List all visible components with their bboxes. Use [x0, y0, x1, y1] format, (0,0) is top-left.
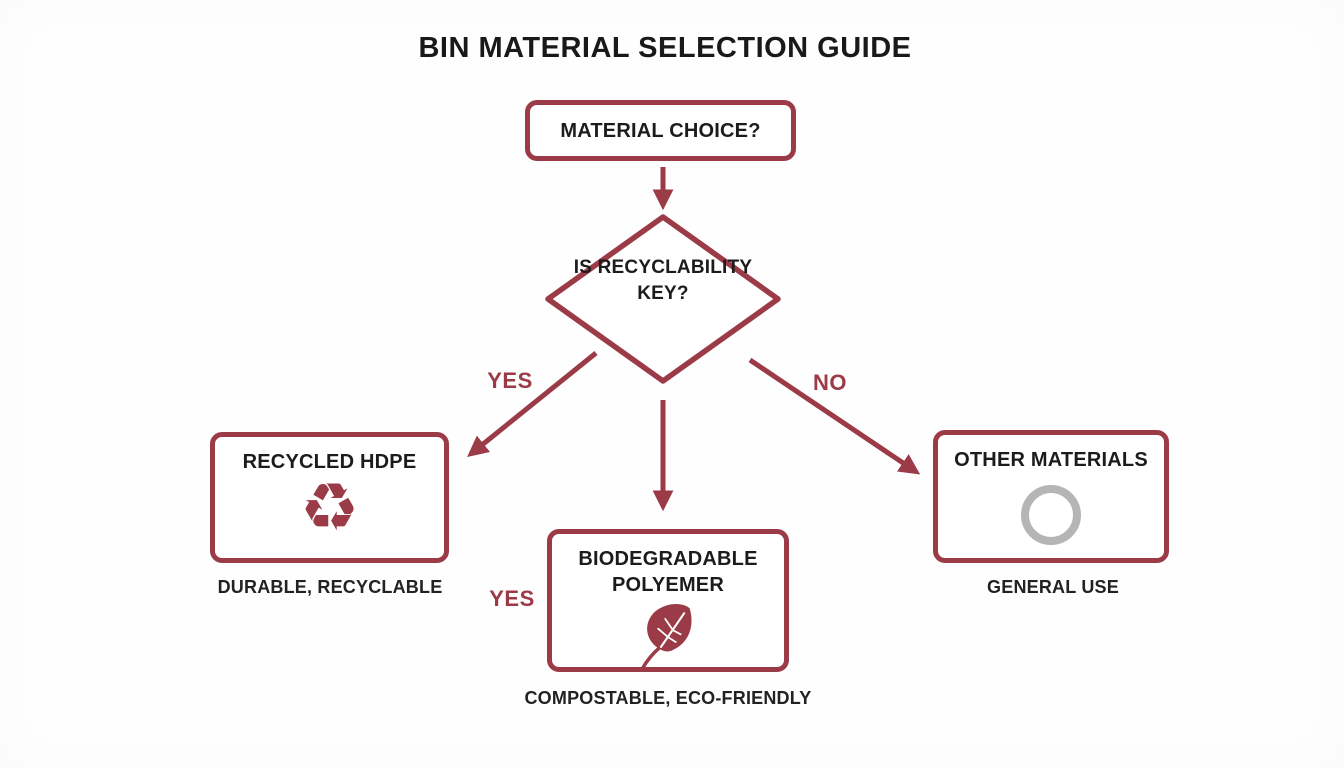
- arrow-decision-to-hdpe: [467, 351, 598, 457]
- caption-other-materials: GENERAL USE: [987, 577, 1119, 597]
- circle-icon: [1021, 485, 1081, 545]
- node-recycled-hdpe-label: RECYCLED HDPE: [242, 451, 417, 473]
- page-title: BIN MATERIAL SELECTION GUIDE: [418, 32, 912, 64]
- node-biodegradable-polymer: BIODEGRADABLE POLYEMER: [547, 529, 789, 672]
- decision-diamond: [545, 214, 781, 384]
- node-recycled-hdpe: RECYCLED HDPE ♻: [210, 432, 449, 563]
- node-decision-label: IS RECYCLABILITY KEY?: [573, 257, 753, 304]
- leaf-icon: [633, 600, 703, 675]
- branch-label-no-right: NO: [813, 370, 847, 395]
- caption-biodegradable-polymer: COMPOSTABLE, ECO-FRIENDLY: [524, 688, 812, 708]
- branch-label-yes-left: YES: [487, 368, 533, 393]
- node-material-choice: MATERIAL CHOICE?: [525, 100, 796, 161]
- node-other-materials: OTHER MATERIALS: [933, 430, 1169, 563]
- node-other-materials-label: OTHER MATERIALS: [954, 449, 1148, 471]
- arrow-decision-to-other: [748, 357, 921, 475]
- node-biodegradable-polymer-label: BIODEGRADABLE POLYEMER: [578, 548, 758, 596]
- node-material-choice-label: MATERIAL CHOICE?: [560, 119, 761, 142]
- branch-label-yes-middle: YES: [489, 586, 535, 611]
- caption-recycled-hdpe: DURABLE, RECYCLABLE: [217, 577, 443, 597]
- recycle-icon: ♻: [299, 469, 360, 546]
